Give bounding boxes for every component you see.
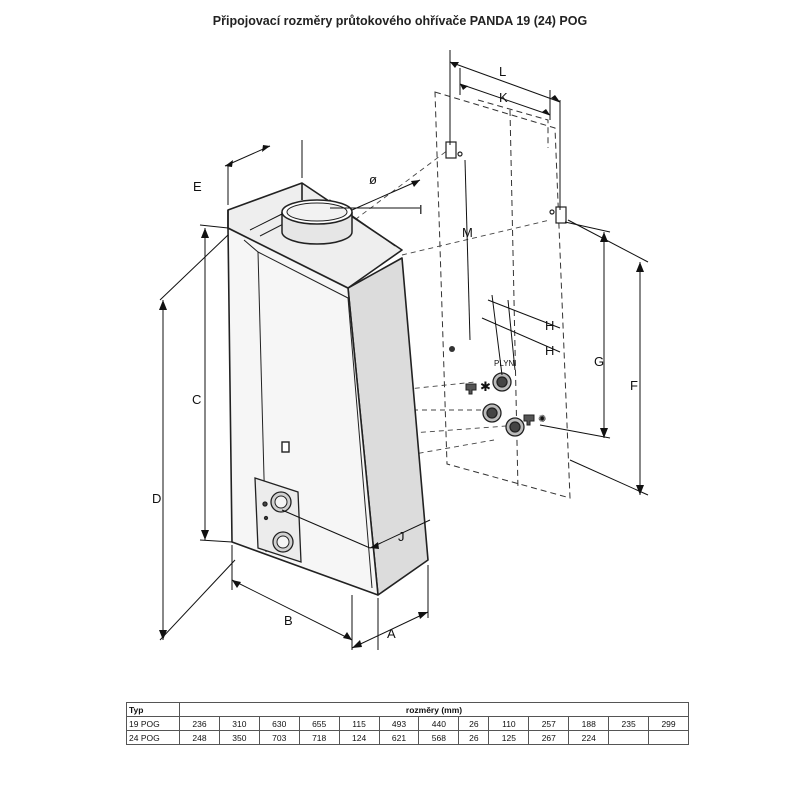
snowflake-icon: ✱: [480, 379, 491, 394]
mounting-template: [434, 91, 571, 499]
dim-label-L: L: [499, 64, 506, 79]
table-cell: 299: [648, 716, 689, 731]
gas-connection-label: PLYN: [494, 359, 515, 368]
dimension-arrows: [159, 62, 644, 648]
table-cell-type: 24 POG: [126, 730, 180, 745]
table-cell: 655: [298, 716, 340, 731]
dimensions-table: Typ rozměry (mm) 19 POG 236 310 630 655 …: [126, 702, 689, 745]
dim-label-diameter: ø: [369, 172, 377, 187]
table-cell: 267: [528, 730, 570, 745]
dim-label-D: D: [152, 491, 161, 506]
table-cell: 224: [568, 730, 610, 745]
table-cell: [648, 730, 689, 745]
table-cell: [608, 730, 650, 745]
table-cell: 115: [338, 716, 380, 731]
table-row: 19 POG 236 310 630 655 115 493 440 26 11…: [126, 716, 689, 731]
table-cell: 235: [608, 716, 650, 731]
table-cell: 568: [418, 730, 460, 745]
table-cell: 493: [378, 716, 420, 731]
table-cell: 257: [528, 716, 570, 731]
table-cell: 124: [338, 730, 380, 745]
dim-label-J: J: [398, 529, 405, 544]
dim-label-I: I: [419, 202, 423, 217]
dim-label-F: F: [630, 378, 638, 393]
table-cell: 718: [298, 730, 340, 745]
dim-label-A: A: [387, 626, 396, 641]
table-cell: 350: [218, 730, 260, 745]
dim-label-E: E: [193, 179, 202, 194]
dim-label-K: K: [499, 90, 508, 105]
mounting-brackets: [445, 141, 567, 224]
pipe-connections: [482, 372, 525, 437]
cold-water-tap-icon: [465, 383, 477, 395]
table-cell: 125: [488, 730, 530, 745]
table-header-row: Typ rozměry (mm): [126, 702, 689, 717]
dim-label-C: C: [192, 392, 201, 407]
dim-label-H-upper: H: [545, 318, 554, 333]
table-cell: 630: [258, 716, 300, 731]
control-panel: [254, 477, 302, 563]
page-title: Připojovací rozměry průtokového ohřívače…: [212, 14, 588, 28]
dimension-lines: [159, 50, 649, 650]
table-cell: 26: [458, 716, 490, 731]
table-header-dimensions: rozměry (mm): [179, 702, 689, 717]
table-cell: 26: [458, 730, 490, 745]
flue-collar: [281, 199, 353, 245]
dim-label-G: G: [594, 354, 604, 369]
mounting-screw-point: [449, 346, 455, 352]
sun-icon: ✺: [538, 414, 546, 425]
hot-water-tap-icon: [523, 414, 535, 426]
dim-label-M: M: [462, 225, 473, 240]
table-row: 24 POG 248 350 703 718 124 621 568 26 12…: [126, 730, 689, 745]
table-cell: 310: [218, 716, 260, 731]
table-cell: 621: [378, 730, 420, 745]
indicator-window: [281, 441, 290, 453]
table-cell: 703: [258, 730, 300, 745]
dim-label-B: B: [284, 613, 293, 628]
table-cell: 110: [488, 716, 530, 731]
table-cell-type: 19 POG: [126, 716, 180, 731]
table-cell: 236: [179, 716, 220, 731]
dim-label-H-lower: H: [545, 343, 554, 358]
table-cell: 248: [179, 730, 220, 745]
table-cell: 188: [568, 716, 610, 731]
table-cell: 440: [418, 716, 460, 731]
table-header-type: Typ: [126, 702, 180, 717]
